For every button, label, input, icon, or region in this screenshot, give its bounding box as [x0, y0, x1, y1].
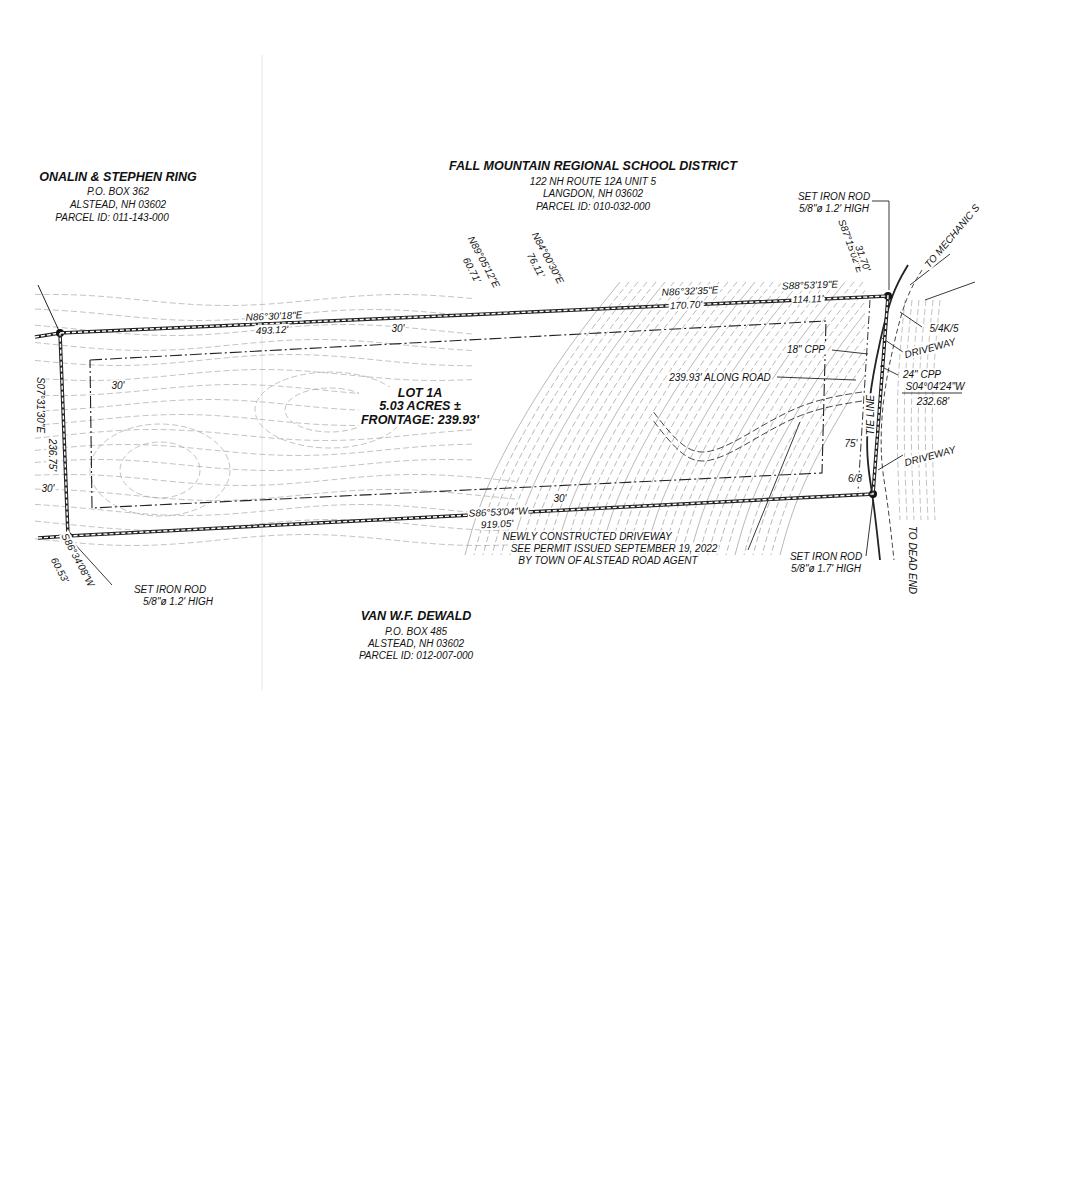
distance: 232.68'	[916, 396, 951, 407]
bearing: N86°30'18"E	[244, 309, 303, 323]
road-note: TO MECHANIC S	[922, 201, 983, 270]
leader-line	[832, 350, 868, 354]
owner-name: FALL MOUNTAIN REGIONAL SCHOOL DISTRICT	[448, 160, 738, 174]
address: LANGDON, NH 03602	[542, 188, 644, 199]
bearing: S04°04'24"W	[905, 381, 966, 392]
lot-parcel: LOT 1A5.03 ACRES ±FRONTAGE: 239.93'	[60, 290, 890, 540]
note: SEE PERMIT ISSUED SEPTEMBER 19, 2022	[510, 543, 719, 554]
address: ALSTEAD, NH 03602	[367, 638, 465, 649]
note: NEWLY CONSTRUCTED DRIVEWAY	[501, 531, 672, 542]
monument-note: 5/8"ø 1.2' HIGH	[142, 596, 214, 607]
distance: 236.75'	[47, 438, 58, 473]
contour-line	[897, 300, 905, 520]
owner-name: VAN W.F. DEWALD	[360, 610, 473, 624]
leader-line	[866, 500, 873, 556]
bearing: S07°31'30"E	[35, 376, 46, 434]
leader-line	[925, 282, 975, 300]
road-note: DRIVEWAY	[902, 444, 957, 469]
leader-line	[777, 377, 856, 380]
address: ALSTEAD, NH 03602	[69, 199, 167, 210]
address: P.O. BOX 485	[384, 626, 448, 637]
parcel-id: PARCEL ID: 012-007-000	[358, 650, 474, 661]
note: 6/8	[847, 473, 863, 484]
monument-note: SET IRON ROD	[797, 191, 871, 202]
setback: 30'	[390, 323, 405, 334]
dimension: 239.93' ALONG ROAD	[668, 372, 772, 383]
driveway	[652, 401, 862, 461]
leader-line	[878, 455, 903, 470]
monument-note: SET IRON ROD	[133, 584, 207, 595]
page-seam	[262, 55, 263, 690]
monument-note: 5/8"ø 1.2' HIGH	[798, 203, 870, 214]
boundary-line	[38, 285, 60, 333]
leader-line	[900, 312, 922, 327]
setback: 30'	[40, 483, 55, 494]
setback: 30'	[110, 380, 125, 391]
lot-text: LOT 1A	[359, 387, 481, 400]
distance: 60.53'	[48, 555, 71, 586]
contour-lines	[35, 282, 865, 555]
note: BY TOWN OF ALSTEAD ROAD AGENT	[517, 555, 698, 566]
lot-text: 5.03 ACRES ±	[359, 400, 481, 413]
setback-line	[90, 321, 826, 508]
leader-line	[902, 393, 962, 394]
leader-line	[748, 422, 800, 550]
address: 122 NH ROUTE 12A UNIT 5	[529, 176, 657, 187]
contour-line	[904, 300, 912, 520]
lot-label: LOT 1A5.03 ACRES ±FRONTAGE: 239.93'	[359, 387, 481, 426]
address: P.O. BOX 362	[86, 186, 150, 197]
distance: 493.12'	[255, 324, 290, 336]
culvert-note: 18" CPP	[786, 344, 826, 355]
parcel-id: PARCEL ID: 011-143-000	[54, 212, 169, 223]
bearing: S86°53'04"W	[467, 505, 528, 519]
tie-line-label: TIE LINE	[865, 394, 876, 437]
distance: 170.70'	[669, 299, 704, 311]
contour-line	[918, 300, 926, 520]
driveway	[652, 392, 862, 452]
parcel-id: PARCEL ID: 010-032-000	[535, 201, 651, 212]
bearing: S88°53'19"E	[781, 278, 840, 291]
note: 5/4K/5	[929, 323, 960, 334]
culvert-note: 24" CPP	[902, 369, 942, 380]
contour-line	[911, 300, 919, 520]
distance: 114.11'	[791, 293, 824, 305]
bearing: N86°32'35"E	[660, 284, 719, 298]
setback: 30'	[552, 493, 567, 504]
setback: 75'	[843, 438, 858, 449]
monument-note: 5/8"ø 1.7' HIGH	[790, 563, 862, 574]
owner-name: ONALIN & STEPHEN RING	[38, 171, 198, 185]
distance: 919.05'	[480, 518, 515, 530]
lot-text: FRONTAGE: 239.93'	[359, 414, 481, 427]
road-note: TO DEAD END	[907, 525, 918, 595]
road-note: DRIVEWAY	[902, 336, 957, 361]
monument-note: SET IRON ROD	[789, 551, 863, 562]
leader-line	[872, 201, 889, 290]
